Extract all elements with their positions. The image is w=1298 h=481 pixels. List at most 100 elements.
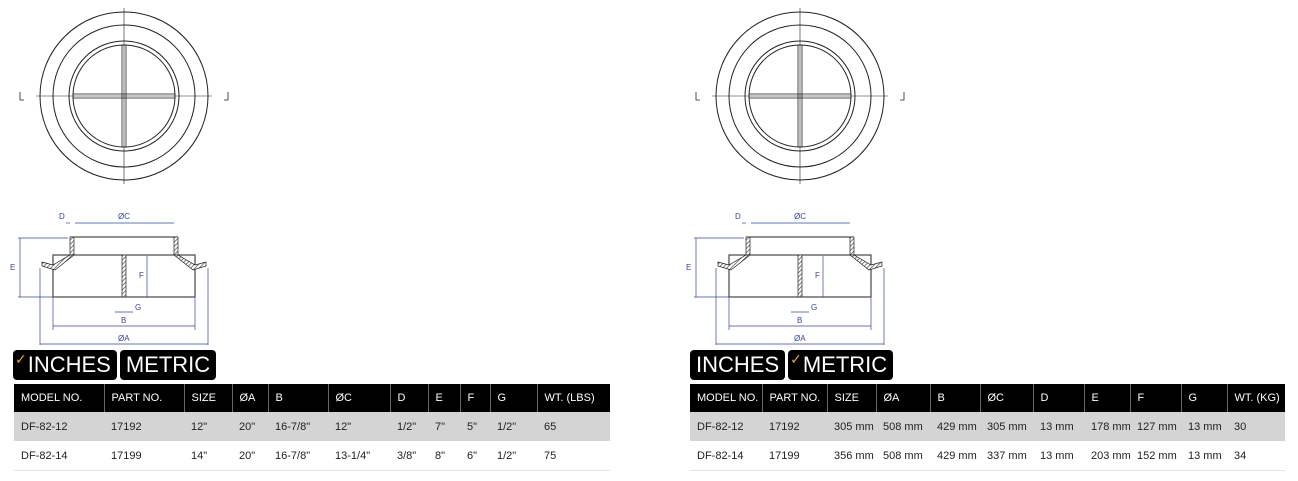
column-header: F	[1129, 384, 1181, 412]
table-cell: 17192	[104, 412, 184, 441]
table-cell: 75	[537, 441, 610, 471]
table-cell: 34	[1227, 441, 1285, 471]
table-cell: 1/2"	[490, 441, 537, 471]
column-header: SIZE	[826, 384, 876, 412]
column-header: G	[489, 384, 537, 412]
table-cell: 429 mm	[930, 412, 980, 441]
check-icon: ✓	[15, 351, 27, 367]
dim-f-label: F	[139, 271, 144, 280]
table-cell: 20"	[232, 412, 268, 441]
table-cell: 1/2"	[490, 412, 537, 441]
dim-g-label: G	[811, 303, 817, 312]
unit-toggle: ✓INCHES METRIC	[13, 350, 217, 380]
dim-d-label: D	[735, 212, 741, 221]
metric-button[interactable]: ✓METRIC	[788, 350, 894, 380]
table-cell: 203 mm	[1084, 441, 1130, 471]
dim-c-label: ØC	[794, 212, 806, 221]
table-cell: 508 mm	[876, 412, 930, 441]
table-cell: DF-82-14	[14, 441, 104, 471]
column-header: E	[1083, 384, 1130, 412]
column-header: ØC	[979, 384, 1033, 412]
check-icon: ✓	[790, 351, 802, 367]
column-header: PART NO.	[103, 384, 184, 412]
metric-label: METRIC	[125, 352, 211, 377]
table-cell: 13 mm	[1033, 412, 1084, 441]
column-header: PART NO.	[761, 384, 827, 412]
technical-drawing: D ØC E F G B ØA	[10, 0, 240, 345]
table-cell: 13 mm	[1181, 412, 1227, 441]
table-cell: 65	[537, 412, 610, 441]
inches-button[interactable]: ✓INCHES	[13, 350, 117, 380]
column-header: MODEL NO.	[14, 384, 104, 412]
dim-e-label: E	[686, 263, 691, 272]
table-cell: 14"	[184, 441, 232, 471]
inches-label: INCHES	[27, 352, 111, 377]
column-header: B	[267, 384, 328, 412]
column-header: D	[389, 384, 428, 412]
unit-toggle: INCHES ✓METRIC	[690, 350, 894, 380]
table-cell: 17199	[762, 441, 827, 471]
table-cell: 20"	[232, 441, 268, 471]
table-cell: 178 mm	[1084, 412, 1130, 441]
inches-button[interactable]: INCHES	[690, 350, 786, 380]
table-cell: DF-82-12	[690, 412, 762, 441]
inches-label: INCHES	[696, 352, 780, 377]
column-header: ØA	[875, 384, 930, 412]
table-cell: 17192	[762, 412, 827, 441]
table-cell: DF-82-12	[14, 412, 104, 441]
table-cell: 13 mm	[1181, 441, 1227, 471]
table-cell: 429 mm	[930, 441, 980, 471]
table-cell: 12"	[184, 412, 232, 441]
table-cell: 13 mm	[1033, 441, 1084, 471]
dim-a-label: ØA	[794, 334, 806, 343]
column-header: WT. (KG)	[1226, 384, 1285, 412]
metric-label: METRIC	[802, 352, 888, 377]
table-cell: 305 mm	[827, 412, 876, 441]
dim-c-label: ØC	[118, 212, 130, 221]
table-cell: 5"	[460, 412, 490, 441]
table-cell: 152 mm	[1130, 441, 1181, 471]
table-cell: 305 mm	[980, 412, 1033, 441]
column-header: SIZE	[183, 384, 232, 412]
table-cell: 30	[1227, 412, 1285, 441]
table-cell: 337 mm	[980, 441, 1033, 471]
column-header: B	[929, 384, 980, 412]
dim-a-label: ØA	[118, 334, 130, 343]
table-cell: 16-7/8"	[268, 441, 328, 471]
dim-e-label: E	[10, 263, 15, 272]
column-header: ØC	[327, 384, 390, 412]
table-cell: 356 mm	[827, 441, 876, 471]
column-header: ØA	[231, 384, 268, 412]
table-cell: 17199	[104, 441, 184, 471]
table-cell: 7"	[428, 412, 460, 441]
column-header: G	[1180, 384, 1227, 412]
table-cell: 16-7/8"	[268, 412, 328, 441]
column-header: MODEL NO.	[690, 384, 762, 412]
column-header: WT. (LBS)	[536, 384, 610, 412]
table-cell: 127 mm	[1130, 412, 1181, 441]
dim-f-label: F	[815, 271, 820, 280]
table-cell: 1/2"	[390, 412, 428, 441]
column-header: D	[1032, 384, 1084, 412]
table-cell: 508 mm	[876, 441, 930, 471]
table-cell: DF-82-14	[690, 441, 762, 471]
table-cell: 3/8"	[390, 441, 428, 471]
metric-button[interactable]: METRIC	[119, 350, 217, 380]
table-cell: 6"	[460, 441, 490, 471]
column-header: F	[459, 384, 490, 412]
dim-b-label: B	[797, 316, 802, 325]
dim-b-label: B	[121, 316, 126, 325]
table-cell: 8"	[428, 441, 460, 471]
dim-d-label: D	[59, 212, 65, 221]
table-cell: 12"	[328, 412, 390, 441]
table-cell: 13-1/4"	[328, 441, 390, 471]
technical-drawing: D ØC E F G B ØA	[686, 0, 916, 345]
